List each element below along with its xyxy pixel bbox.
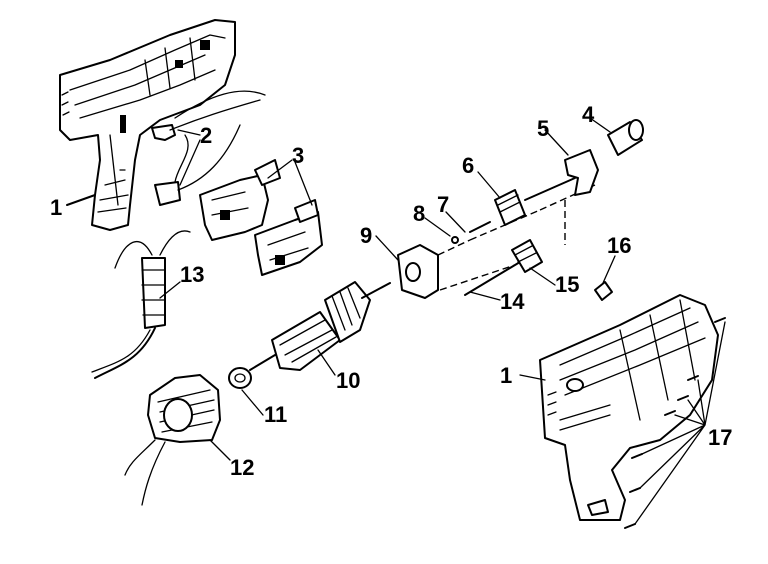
callout-17: 17 <box>708 425 732 450</box>
callout-11: 11 <box>264 402 287 427</box>
callout-2: 2 <box>200 123 212 148</box>
field-coil <box>124 374 221 506</box>
callout-13: 13 <box>180 262 204 287</box>
bearing <box>228 367 252 389</box>
callout-3: 3 <box>292 143 304 168</box>
leader-lines <box>66 117 726 525</box>
callout-6: 6 <box>462 153 474 178</box>
power-cord <box>91 230 191 379</box>
retainer-plate <box>564 149 599 196</box>
callouts: 1 1 2 3 4 5 6 7 8 9 10 11 12 13 14 15 16… <box>50 102 732 480</box>
callout-9: 9 <box>360 223 372 248</box>
callout-12: 12 <box>230 455 254 480</box>
callout-15: 15 <box>555 272 579 297</box>
callout-7: 7 <box>437 192 449 217</box>
callout-5: 5 <box>537 116 549 141</box>
clip <box>594 281 613 301</box>
callout-1-left-housing: 1 <box>50 195 62 220</box>
switch-assembly <box>199 159 323 276</box>
brush-holders <box>151 90 266 206</box>
pin-and-gear <box>464 239 543 296</box>
spindle-bushing <box>607 119 644 156</box>
gear-shaft <box>451 177 576 244</box>
bearing-plate <box>397 244 439 299</box>
callout-16: 16 <box>607 233 631 258</box>
callout-10: 10 <box>336 368 360 393</box>
callout-8: 8 <box>413 201 425 226</box>
left-housing-half <box>59 19 236 231</box>
callout-14: 14 <box>500 289 525 314</box>
callout-4: 4 <box>582 102 595 127</box>
armature <box>249 281 391 371</box>
right-housing-half <box>539 294 719 521</box>
callout-1-right-housing: 1 <box>500 363 512 388</box>
screws <box>624 317 726 529</box>
